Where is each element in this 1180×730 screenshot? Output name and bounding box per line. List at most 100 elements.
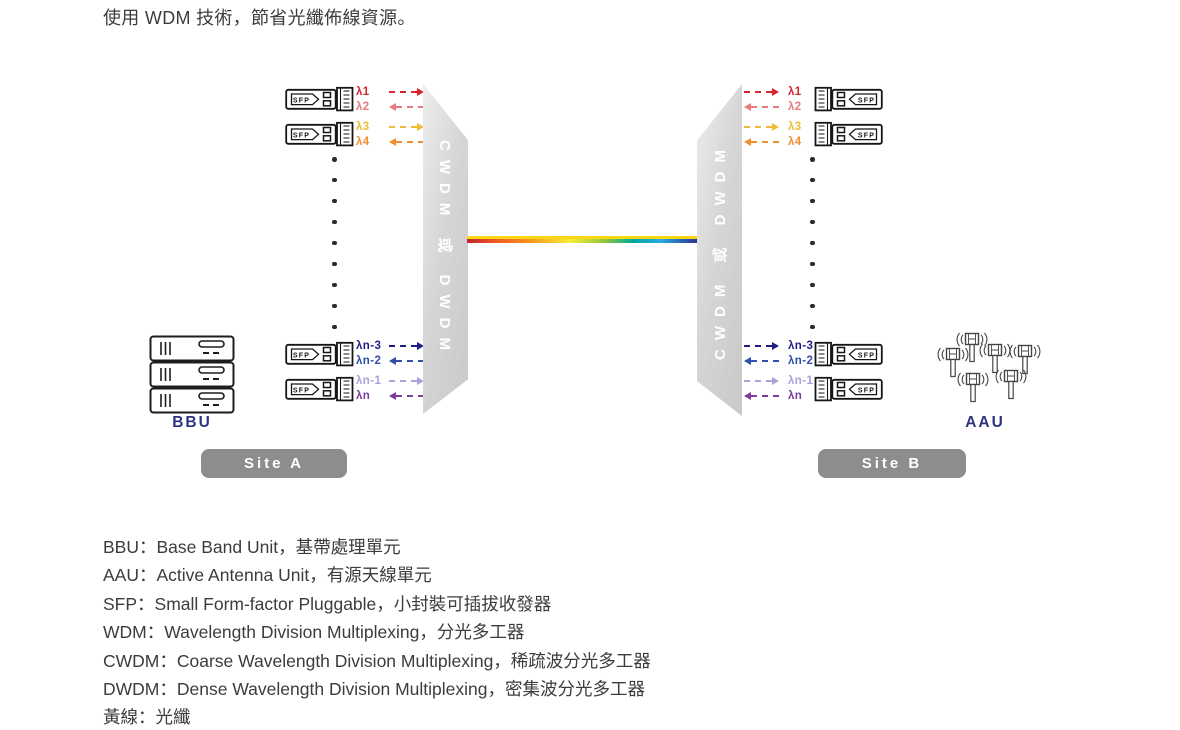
sfp-label: SFP	[858, 387, 875, 394]
wavelength-label: λn-2	[788, 354, 814, 367]
dot-icon	[810, 157, 815, 162]
sfp-module-icon: SFP	[285, 341, 354, 367]
sfp-label: SFP	[293, 132, 310, 139]
multiplexer-right: CWDM 或 DWDM	[697, 84, 742, 416]
arrow-left-icon	[744, 391, 779, 400]
legend-line: SFP：Small Form-factor Pluggable，小封裝可插拔收發…	[103, 593, 552, 614]
legend-line: CWDM：Coarse Wavelength Division Multiple…	[103, 650, 651, 671]
dot-icon	[810, 261, 815, 267]
dot-icon	[332, 261, 337, 267]
wavelength-row: λn-3	[356, 338, 424, 353]
sfp-module-icon: SFP	[285, 121, 354, 147]
wavelength-row: λn	[356, 388, 424, 403]
site-b-badge: Site B	[818, 449, 966, 478]
wavelength-row: λn-2	[356, 353, 424, 368]
sfp-module-icon: SFP	[814, 341, 883, 367]
sfp-module-icon: SFP	[814, 121, 883, 147]
bbu-label: BBU	[172, 414, 212, 431]
sfp-module-icon: SFP	[285, 376, 354, 402]
dot-icon	[810, 303, 815, 309]
arrow-right-icon	[744, 122, 779, 131]
sfp-module-icon: SFP	[285, 86, 354, 112]
wavelength-row: λ1	[744, 84, 802, 99]
wavelength-group-left-top: λ1 λ2 λ3 λ4	[356, 84, 424, 149]
sfp-module-icon: SFP	[814, 376, 883, 402]
sfp-label: SFP	[293, 97, 310, 104]
site-a-badge: Site A	[201, 449, 347, 478]
sfp-label: SFP	[858, 352, 875, 359]
wavelength-label: λ1	[356, 85, 370, 98]
wavelength-row: λn-1	[744, 373, 813, 388]
arrow-right-icon	[744, 87, 779, 96]
ellipsis-dots-right	[810, 157, 815, 329]
wavelength-label: λn-1	[356, 374, 382, 387]
wavelength-label: λn-1	[788, 374, 814, 387]
sfp-label: SFP	[293, 352, 310, 359]
legend: BBU：Base Band Unit，基帶處理單元 AAU：Active Ant…	[103, 533, 651, 730]
wavelength-label: λn-3	[356, 339, 382, 352]
wavelength-group-left-bottom: λn-3 λn-2 λn-1 λn	[356, 338, 424, 403]
legend-line: 黃線：光纖	[103, 707, 191, 728]
arrow-left-icon	[744, 137, 779, 146]
wavelength-row: λ4	[356, 134, 424, 149]
wavelength-label: λ4	[356, 135, 370, 148]
arrow-right-icon	[389, 376, 424, 385]
dot-icon	[332, 198, 337, 204]
wavelength-row: λ2	[744, 99, 802, 114]
dot-icon	[810, 219, 815, 225]
wavelength-row: λn-1	[356, 373, 424, 388]
fiber-yellow-line	[467, 236, 697, 239]
legend-line: DWDM：Dense Wavelength Division Multiplex…	[103, 679, 645, 700]
arrow-left-icon	[389, 137, 424, 146]
dot-icon	[332, 157, 337, 162]
wavelength-row: λ2	[356, 99, 424, 114]
multiplexer-left: CWDM 或 DWDM	[423, 84, 468, 414]
arrow-left-icon	[389, 356, 424, 365]
legend-line: WDM：Wavelength Division Multiplexing，分光多…	[103, 622, 525, 643]
wavelength-row: λ1	[356, 84, 424, 99]
sfp-module-icon: SFP	[814, 86, 883, 112]
dot-icon	[332, 303, 337, 309]
wavelength-row: λn	[744, 388, 813, 403]
dot-icon	[810, 198, 815, 204]
wavelength-row: λn-3	[744, 338, 813, 353]
arrow-right-icon	[744, 376, 779, 385]
wavelength-label: λn	[356, 389, 371, 402]
wavelength-group-right-bottom: λn-3 λn-2 λn-1 λn	[744, 338, 813, 403]
wavelength-label: λ1	[788, 85, 802, 98]
fiber-rainbow-line	[467, 238, 697, 243]
wavelength-group-right-top: λ1 λ2 λ3 λ4	[744, 84, 802, 149]
legend-line: AAU：Active Antenna Unit，有源天線單元	[103, 565, 432, 586]
arrow-right-icon	[389, 87, 424, 96]
dot-icon	[810, 240, 815, 246]
arrow-left-icon	[389, 391, 424, 400]
sfp-label: SFP	[293, 387, 310, 394]
wavelength-row: λ4	[744, 134, 802, 149]
wavelength-row: λ3	[744, 119, 802, 134]
dot-icon	[332, 282, 337, 288]
arrow-left-icon	[744, 102, 779, 111]
dot-icon	[332, 324, 337, 329]
arrow-left-icon	[744, 356, 779, 365]
arrow-right-icon	[389, 341, 424, 350]
bbu-server-stack-icon	[149, 335, 235, 414]
legend-line: BBU：Base Band Unit，基帶處理單元	[103, 537, 401, 557]
dot-icon	[332, 177, 337, 183]
wavelength-label: λn-2	[356, 354, 382, 367]
wavelength-row: λ3	[356, 119, 424, 134]
page-title: 使用 WDM 技術，節省光纖佈線資源。	[103, 8, 416, 28]
sfp-label: SFP	[858, 132, 875, 139]
dot-icon	[332, 240, 337, 246]
multiplexer-label: CWDM 或 DWDM	[712, 140, 729, 360]
dot-icon	[810, 282, 815, 288]
optical-fiber	[467, 236, 697, 243]
dot-icon	[332, 219, 337, 225]
wavelength-label: λn-3	[788, 339, 814, 352]
dot-icon	[810, 324, 815, 329]
wavelength-label: λ3	[356, 120, 370, 133]
aau-antenna-cluster-icon	[937, 332, 1041, 403]
ellipsis-dots-left	[332, 157, 337, 329]
multiplexer-label: CWDM 或 DWDM	[436, 139, 453, 359]
aau-label: AAU	[965, 414, 1005, 431]
